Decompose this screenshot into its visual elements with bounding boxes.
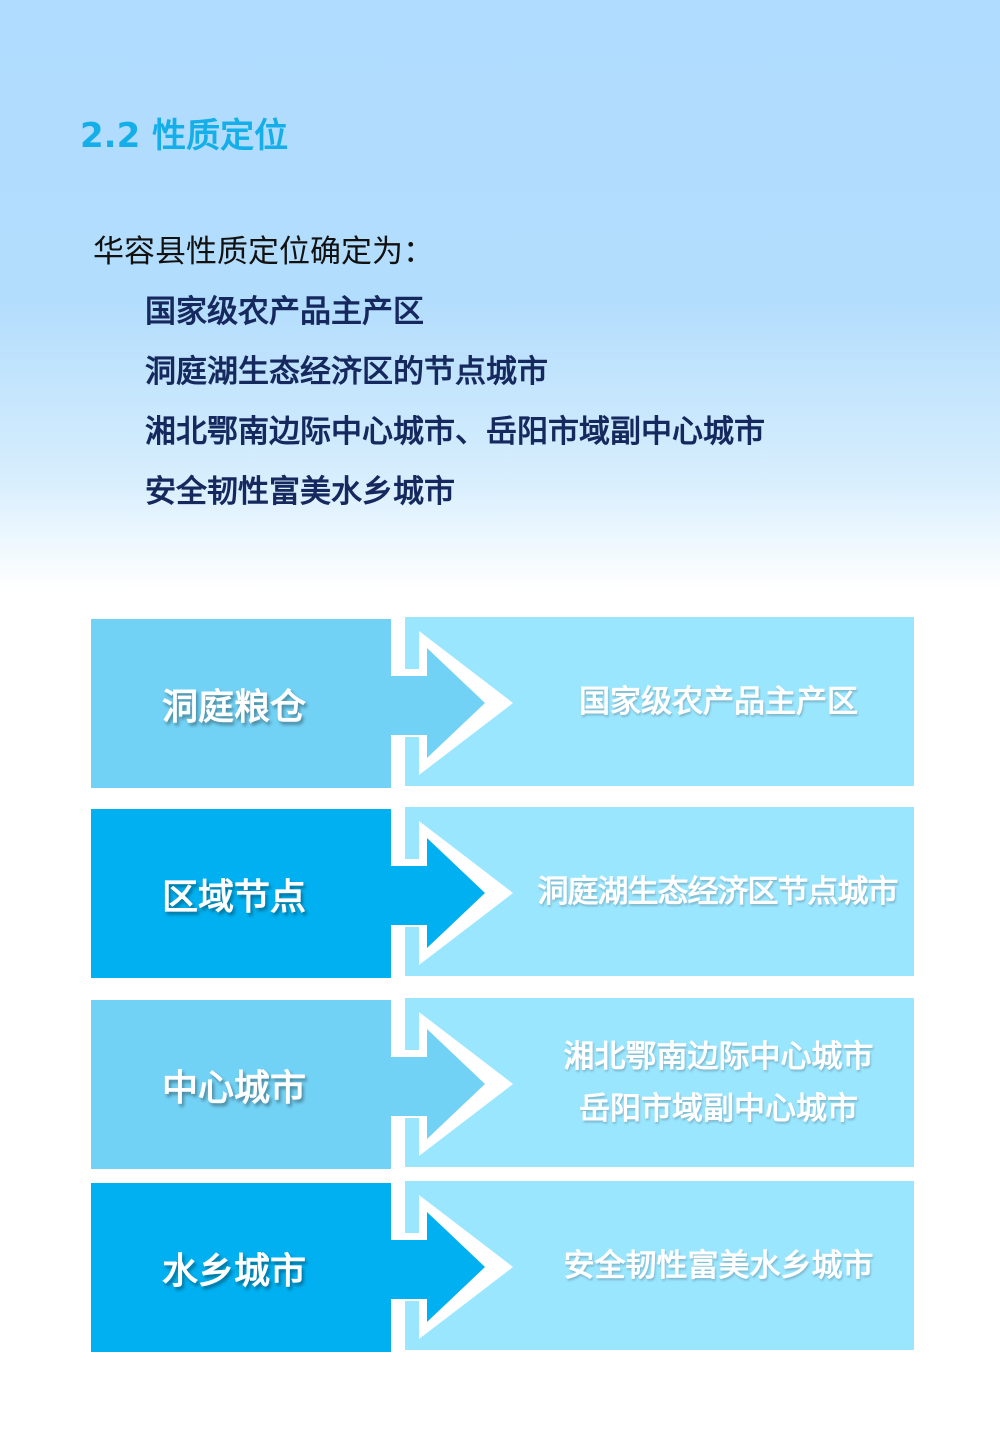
arrow-right-icon bbox=[391, 1012, 513, 1156]
arrow-right-icon bbox=[391, 1195, 513, 1339]
arrow-fill bbox=[391, 838, 485, 948]
row-label: 中心城市 bbox=[161, 1067, 306, 1109]
positioning-row: 中心城市 湘北鄂南边际中心城市岳阳市域副中心城市 bbox=[91, 998, 915, 1169]
row-label-box: 区域节点 bbox=[91, 809, 391, 978]
arrow-right-icon bbox=[391, 821, 513, 965]
positioning-row: 洞庭粮仓 国家级农产品主产区 bbox=[91, 617, 915, 788]
row-label-box: 中心城市 bbox=[91, 1000, 391, 1169]
arrow-fill bbox=[391, 1029, 485, 1139]
positioning-row: 水乡城市 安全韧性富美水乡城市 bbox=[91, 1181, 915, 1352]
row-label-box: 洞庭粮仓 bbox=[91, 619, 391, 788]
section-heading: 2.2 性质定位 bbox=[80, 116, 289, 156]
intro-text: 华容县性质定位确定为： bbox=[93, 234, 434, 270]
row-description: 安全韧性富美水乡城市 bbox=[563, 1247, 874, 1284]
row-description: 国家级农产品主产区 bbox=[579, 683, 858, 720]
row-label: 水乡城市 bbox=[161, 1250, 306, 1292]
positioning-item: 洞庭湖生态经济区的节点城市 bbox=[145, 354, 548, 390]
arrow-fill bbox=[391, 648, 485, 758]
row-description: 洞庭湖生态经济区节点城市 bbox=[537, 873, 899, 910]
positioning-row: 区域节点 洞庭湖生态经济区节点城市 bbox=[91, 807, 915, 978]
row-label-box: 水乡城市 bbox=[91, 1183, 391, 1352]
positioning-item: 湘北鄂南边际中心城市、岳阳市域副中心城市 bbox=[145, 414, 765, 450]
row-label: 区域节点 bbox=[161, 876, 306, 918]
row-description: 岳阳市域副中心城市 bbox=[579, 1090, 858, 1127]
arrow-fill bbox=[391, 1212, 485, 1322]
arrow-right-icon bbox=[391, 631, 513, 775]
positioning-item: 安全韧性富美水乡城市 bbox=[145, 474, 455, 510]
row-description: 湘北鄂南边际中心城市 bbox=[563, 1038, 874, 1075]
positioning-item: 国家级农产品主产区 bbox=[145, 294, 424, 330]
row-label: 洞庭粮仓 bbox=[161, 686, 306, 728]
